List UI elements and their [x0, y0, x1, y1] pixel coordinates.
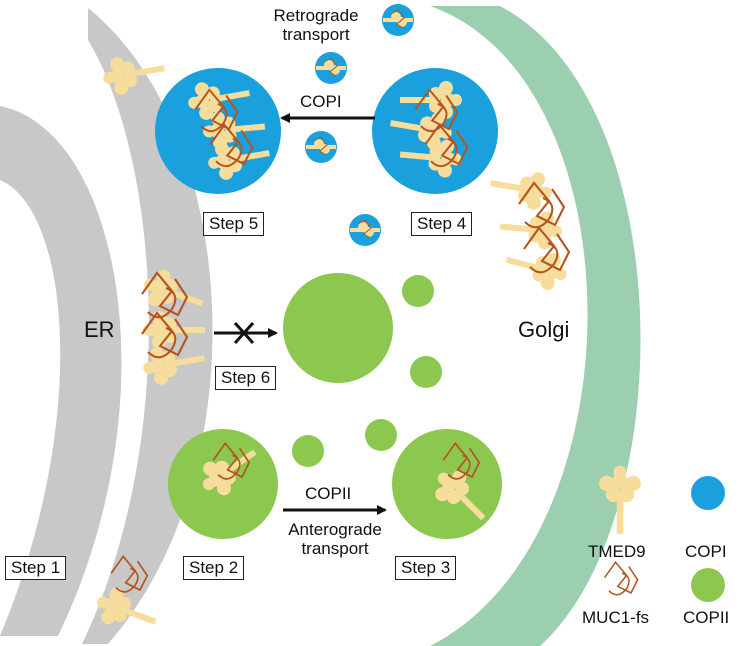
copii-vesicle-small — [365, 419, 397, 451]
copii-vesicle-small — [402, 275, 434, 307]
legend-copii-icon — [691, 568, 725, 602]
er-label: ER — [84, 317, 115, 342]
legend-tmed9-label: TMED9 — [588, 542, 646, 561]
copii-vesicle-small — [292, 435, 324, 467]
golgi-label: Golgi — [518, 317, 570, 342]
legend-muc1fs-icon — [603, 561, 639, 596]
retrograde-label: Retrograde transport — [273, 6, 359, 44]
copii-vesicle-small — [410, 356, 442, 388]
copi-arrow-label: COPI — [300, 92, 342, 111]
golgi-membrane — [430, 6, 641, 646]
step5-box: Step 5 — [203, 212, 265, 236]
copi-small-vesicle — [304, 130, 338, 164]
step6-box: Step 6 — [215, 366, 277, 390]
copi-small-vesicle — [348, 213, 382, 247]
step2-box: Step 2 — [183, 556, 245, 580]
step1-box: Step 1 — [5, 556, 67, 580]
legend-copi-label: COPI — [685, 542, 727, 561]
legend-muc1fs-label: MUC1-fs — [582, 608, 650, 627]
anterograde-label: Anterograde transport — [288, 520, 382, 558]
block-cross-icon — [233, 321, 255, 345]
er-membrane-inner — [0, 106, 122, 636]
legend-copi-icon — [691, 476, 725, 510]
step4-box: Step 4 — [411, 212, 473, 236]
cargo-on-golgi — [487, 164, 572, 295]
copi-small-vesicle — [381, 3, 415, 37]
copi-small-vesicle — [314, 51, 348, 85]
legend-copii-label: COPII — [683, 608, 730, 627]
copii-vesicle-large-middle — [283, 273, 393, 383]
copii-arrow-label: COPII — [305, 484, 352, 503]
step3-box: Step 3 — [395, 556, 457, 580]
